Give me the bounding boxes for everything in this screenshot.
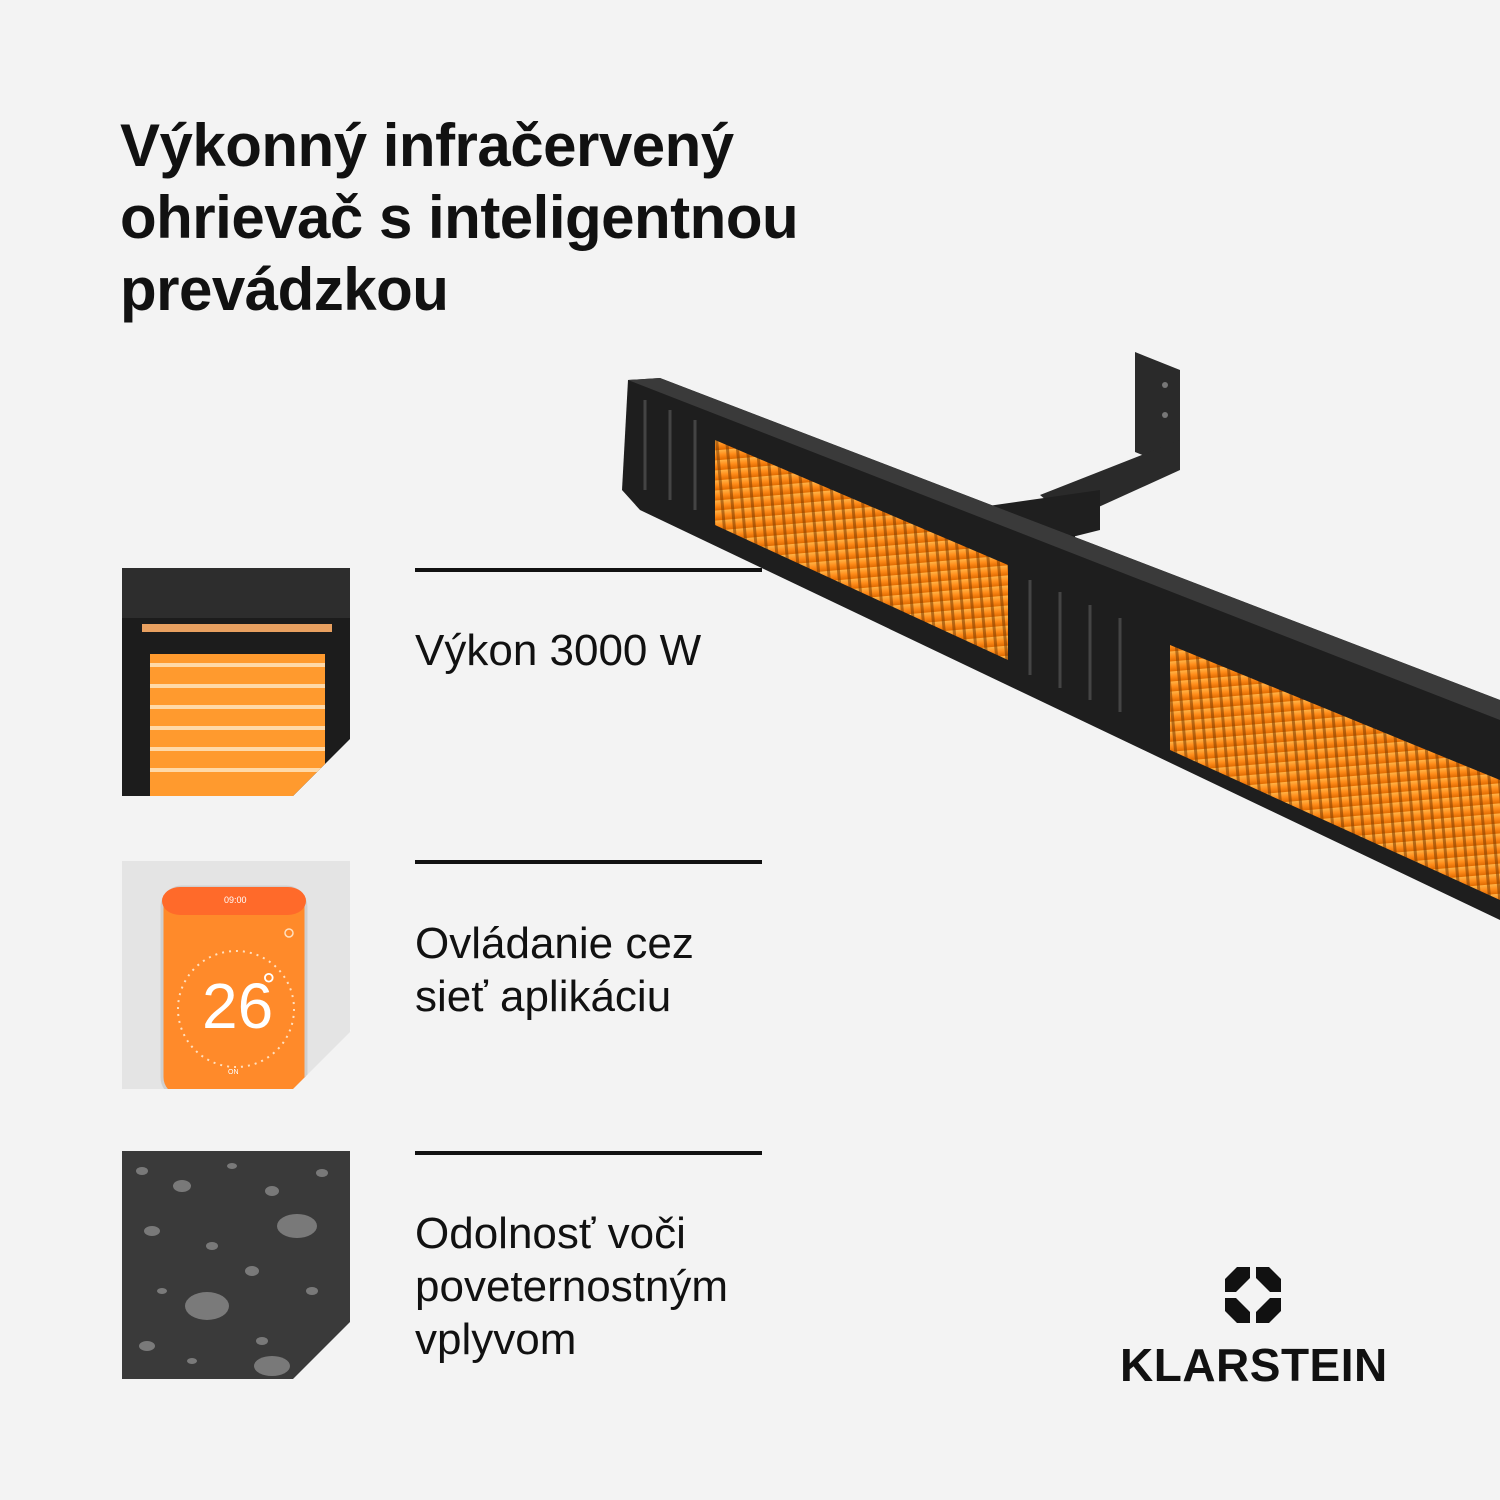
heater-body [622,378,1500,920]
phone-status: ON [228,1069,239,1076]
page-title: Výkonný infračervený ohrievač s intelige… [120,110,840,326]
brand-name: KLARSTEIN [1120,1339,1388,1391]
phone-temperature: 26 [202,970,274,1042]
infrared-heater-image [622,352,1500,920]
phone-degree: ° [262,967,276,1005]
feature-divider-2 [415,860,762,864]
feature-weather-line-1: Odolnosť voči [415,1209,686,1258]
water-drops-icon [122,1151,350,1379]
feature-power-label: Výkon 3000 W [415,626,702,675]
page-title-line-2: ohrievač s inteligentnou [120,184,799,251]
feature-divider-1 [415,568,762,572]
page-title-line-3: prevádzkou [120,256,449,323]
feature-weather-text: Odolnosť voči poveternostným vplyvom [415,1207,835,1366]
page-title-line-1: Výkonný infračervený [120,112,734,179]
heater-element-icon [122,568,350,796]
heater-element-thumbnail [122,568,350,796]
klarstein-logo-icon [1222,1265,1283,1325]
phone-time: 09:00 [224,895,247,905]
feature-weather-line-2: poveternostným [415,1262,729,1311]
phone-app-thumbnail: 09:00 26 ° ON [122,861,350,1089]
feature-weather-line-3: vplyvom [415,1315,577,1364]
brand-logo: KLARSTEIN [1120,1265,1388,1392]
feature-power-text: Výkon 3000 W [415,624,835,677]
water-drops-thumbnail [122,1151,350,1379]
phone-app-icon [160,885,308,1089]
feature-app-line-2: sieť aplikáciu [415,972,672,1021]
feature-app-line-1: Ovládanie cez [415,919,694,968]
feature-divider-3 [415,1151,762,1155]
feature-app-text: Ovládanie cez sieť aplikáciu [415,917,835,1023]
